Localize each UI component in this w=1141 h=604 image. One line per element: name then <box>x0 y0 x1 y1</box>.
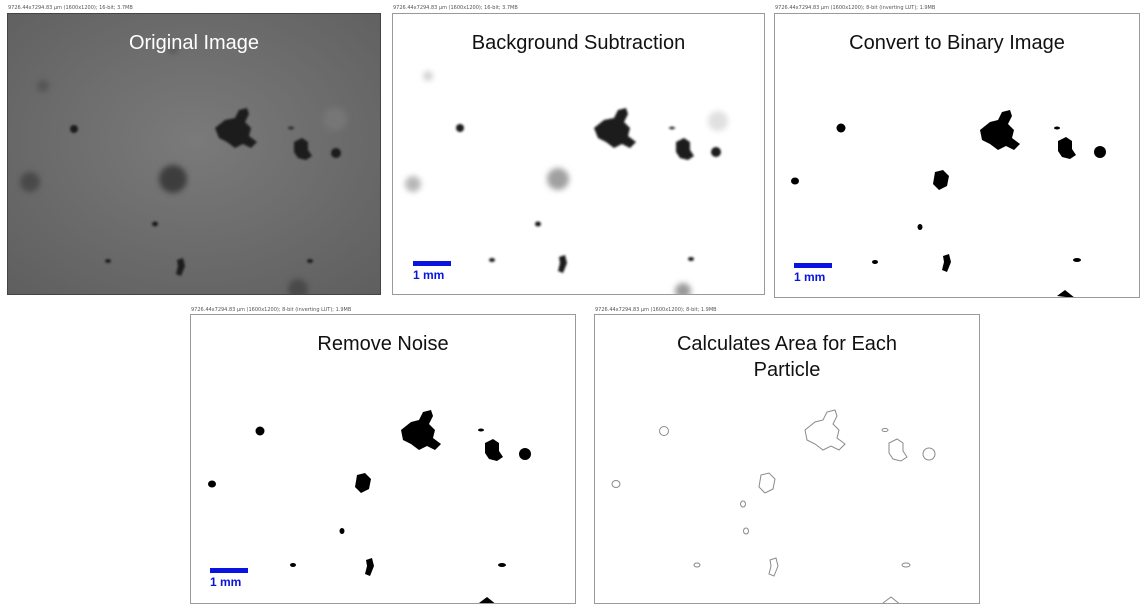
scale-bar-line <box>413 261 451 266</box>
image-info-text: 9726.44x7294.83 µm (1600x1200); 8-bit (i… <box>191 307 352 313</box>
panel-title: Calculates Area for Each Particle <box>595 331 979 383</box>
noise-removed-image: Remove Noise 1 mm <box>190 314 576 604</box>
scale-bar: 1 mm <box>210 568 248 589</box>
scale-bar-label: 1 mm <box>794 270 826 284</box>
panel-title: Convert to Binary Image <box>849 32 1065 54</box>
panel-title: Remove Noise <box>317 333 449 355</box>
scale-bar-line <box>794 263 832 268</box>
background-subtracted-image: Background Subtraction 1 mm <box>392 13 765 295</box>
original-image: Original Image <box>7 13 381 295</box>
image-info-text: 9726.44x7294.83 µm (1600x1200); 8-bit (i… <box>775 5 936 11</box>
scale-bar: 1 mm <box>794 263 832 284</box>
image-info-text: 9726.44x7294.83 µm (1600x1200); 16-bit; … <box>8 5 133 11</box>
original-image-canvas <box>8 14 380 294</box>
panel-title-line: Particle <box>753 359 821 381</box>
scale-bar-label: 1 mm <box>413 268 445 282</box>
particle-outlines-image: Calculates Area for Each Particle <box>594 314 980 604</box>
background-subtracted-canvas <box>393 14 764 294</box>
binary-image: Convert to Binary Image 1 mm <box>774 13 1140 298</box>
scale-bar: 1 mm <box>413 261 451 282</box>
panel-title-line: Calculates Area for Each <box>676 333 898 355</box>
image-info-text: 9726.44x7294.83 µm (1600x1200); 16-bit; … <box>393 5 518 11</box>
binary-image-canvas <box>775 14 1139 297</box>
panel-title: Original Image <box>128 32 260 54</box>
image-info-text: 9726.44x7294.83 µm (1600x1200); 8-bit; 1… <box>595 307 717 313</box>
noise-removed-canvas <box>191 315 575 603</box>
scale-bar-line <box>210 568 248 573</box>
scale-bar-label: 1 mm <box>210 575 242 589</box>
panel-title: Background Subtraction <box>471 32 686 54</box>
particle-outlines-canvas <box>595 315 979 603</box>
